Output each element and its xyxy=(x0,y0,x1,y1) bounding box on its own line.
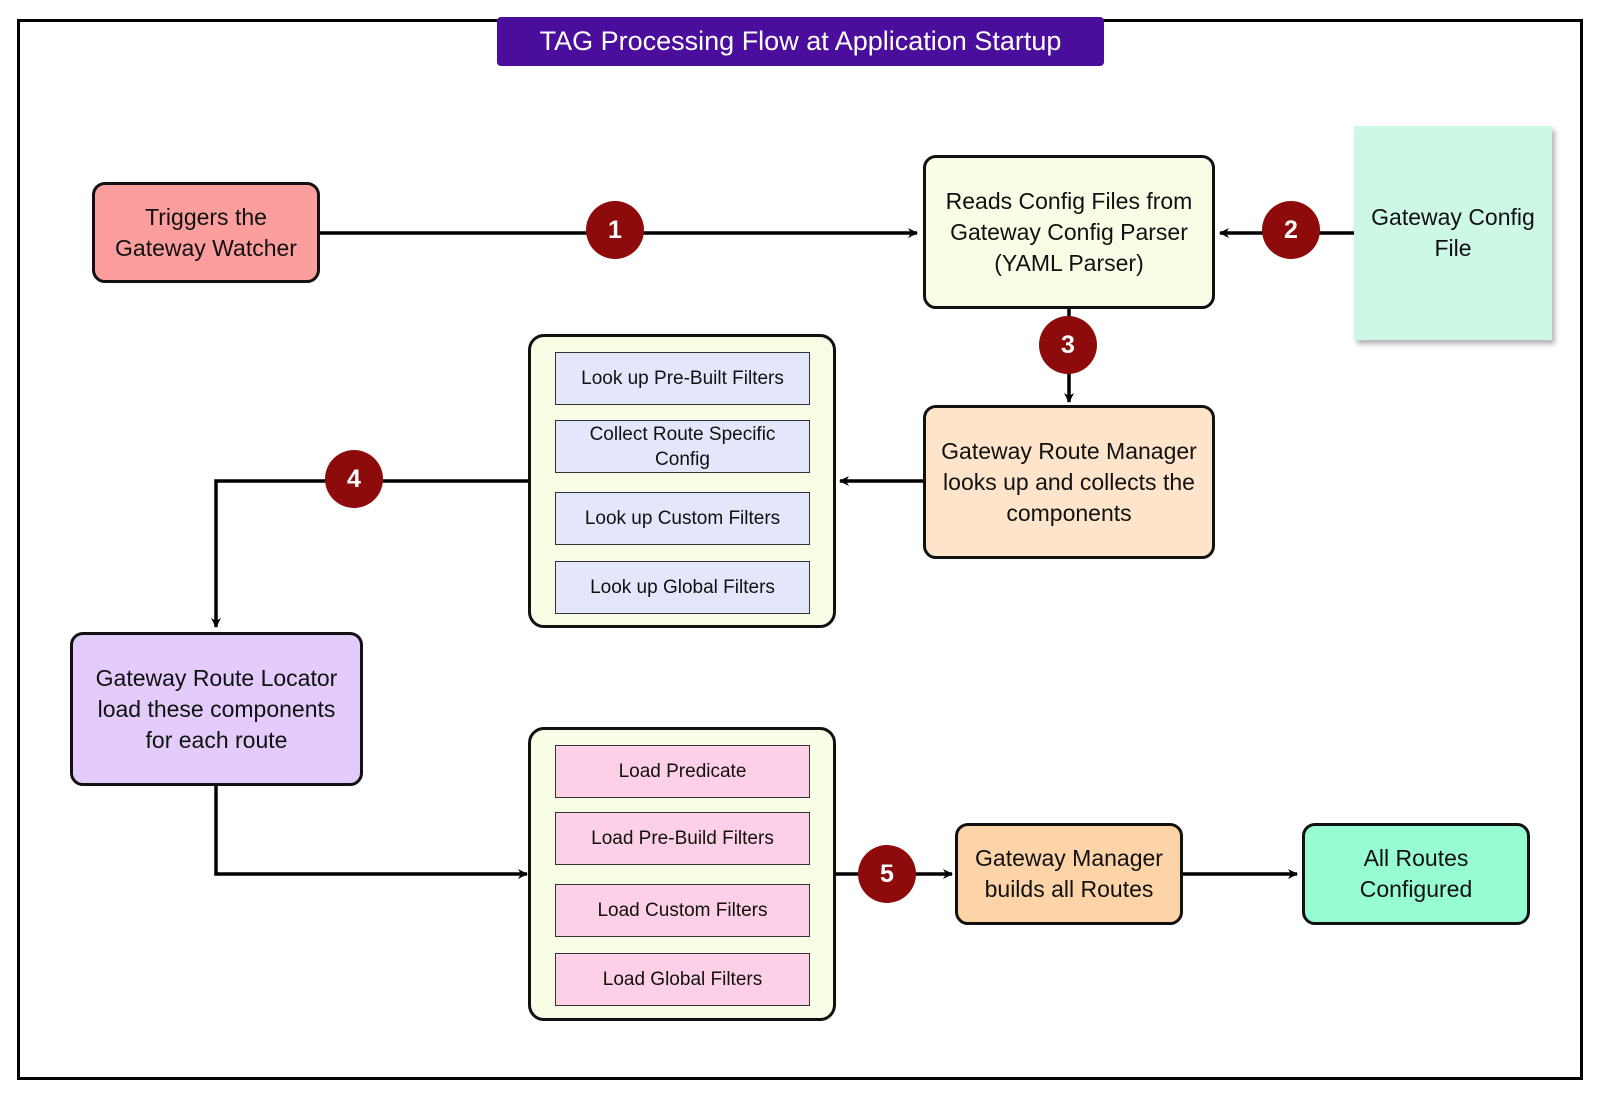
lookup-components-group: Look up Pre-Built Filters Collect Route … xyxy=(528,334,836,628)
all-routes-node: All Routes Configured xyxy=(1302,823,1530,925)
step-badge-5: 5 xyxy=(858,845,916,903)
lookup-item: Look up Custom Filters xyxy=(555,492,810,545)
load-item: Load Pre-Build Filters xyxy=(555,812,810,865)
trigger-node: Triggers the Gateway Watcher xyxy=(92,182,320,283)
diagram-title: TAG Processing Flow at Application Start… xyxy=(497,17,1104,66)
arrow-locator-to-load xyxy=(214,785,528,879)
route-manager-node: Gateway Route Manager looks up and colle… xyxy=(923,405,1215,559)
config-parser-node: Reads Config Files from Gateway Config P… xyxy=(923,155,1215,309)
arrow-step-4 xyxy=(211,479,528,628)
lookup-item: Collect Route Specific Config xyxy=(555,420,810,473)
step-badge-2: 2 xyxy=(1262,201,1320,259)
load-item: Load Predicate xyxy=(555,745,810,798)
step-badge-3: 3 xyxy=(1039,316,1097,374)
lookup-item: Look up Pre-Built Filters xyxy=(555,352,810,405)
load-item: Load Global Filters xyxy=(555,953,810,1006)
step-badge-1: 1 xyxy=(586,201,644,259)
route-locator-node: Gateway Route Locator load these compone… xyxy=(70,632,363,786)
lookup-item: Look up Global Filters xyxy=(555,561,810,614)
load-item: Load Custom Filters xyxy=(555,884,810,937)
step-badge-4: 4 xyxy=(325,450,383,508)
gateway-manager-node: Gateway Manager builds all Routes xyxy=(955,823,1183,925)
config-file-node: Gateway Config File xyxy=(1354,126,1552,340)
load-components-group: Load Predicate Load Pre-Build Filters Lo… xyxy=(528,727,836,1021)
